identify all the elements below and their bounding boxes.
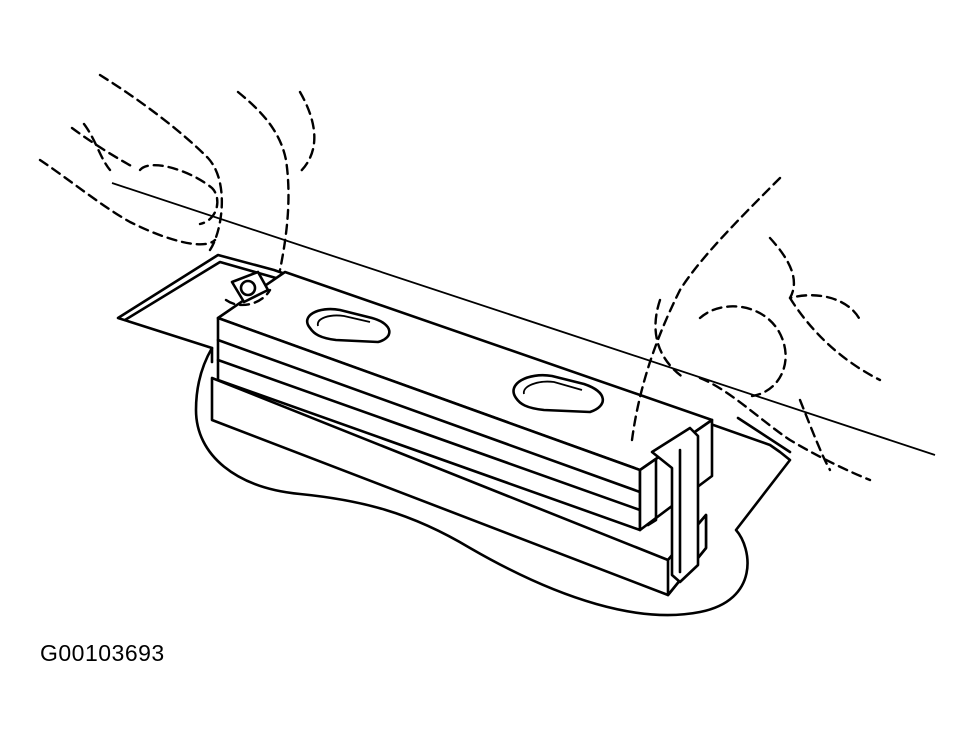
switch-module	[210, 270, 714, 597]
background-reference-line	[111, 182, 936, 456]
right-hand-phantom	[630, 176, 882, 482]
top-opening-right	[512, 373, 605, 414]
left-hand-phantom	[38, 73, 316, 307]
left-clip-tab	[230, 270, 270, 304]
figure-id-label: G00103693	[40, 640, 165, 666]
top-opening-left	[306, 307, 391, 344]
